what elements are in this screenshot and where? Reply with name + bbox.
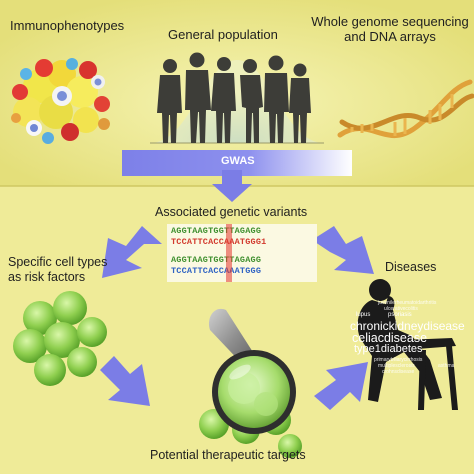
sequence-block: AGGTAAGTGGTTAGAGG TCCATTCACCAAATGGG1 AGG… [167, 224, 317, 282]
people-silhouettes-icon [157, 52, 311, 143]
therapeutic-targets-label: Potential therapeutic targets [150, 448, 306, 462]
thinker-icon [357, 279, 458, 410]
arrows [100, 170, 374, 410]
sequence-line-3: AGGTAAGTGGTTAGAGG [171, 255, 262, 265]
arrow-to-diseases [312, 226, 374, 274]
word-big-2: celiacdisease [352, 331, 428, 345]
word-small-7: lupus [356, 312, 371, 318]
general-population-label: General population [168, 27, 278, 42]
sequence-line-1: AGGTAAGTGGTTAGAGG [171, 226, 262, 236]
cell-types-label: Specific cell types as risk factors [8, 255, 107, 285]
sequence-line-4: TCCATTCACCAAATGGG [171, 266, 262, 276]
word-small-8: asthma [438, 363, 455, 369]
wgs-label-line1: Whole genome sequencing [311, 14, 469, 29]
immunophenotypes-label: Immunophenotypes [10, 18, 125, 33]
green-cells-icon [13, 291, 107, 386]
word-big-3: type1diabetes [354, 343, 423, 355]
word-small-4: psoriasis [388, 312, 412, 318]
sequence-line-2: TCCATTCACCAAATGGG1 [171, 237, 267, 247]
immune-cells-icon [11, 58, 110, 144]
arrow-targets-to-diseases [314, 362, 368, 410]
arrow-gwas-down [212, 170, 252, 202]
diseases-label: Diseases [385, 260, 437, 274]
cell-types-line2: as risk factors [8, 270, 86, 284]
word-big-1: chronickidneydisease [350, 319, 465, 333]
magnifier-icon [199, 308, 302, 458]
word-small-2: ulcerativecolitis [384, 306, 418, 312]
variant-marker [226, 224, 232, 282]
arrow-cells-to-targets [100, 356, 150, 406]
word-small-1: juvenilerheumatoidarthritis [378, 300, 437, 306]
associated-variants-label: Associated genetic variants [155, 205, 308, 219]
dna-helix-icon [337, 79, 474, 139]
wgs-label-line2: and DNA arrays [344, 29, 436, 44]
word-small-6: crohnsdisease [382, 369, 415, 375]
word-small-5: multiplesclerosis [378, 363, 415, 369]
arrow-to-cells [102, 226, 162, 278]
disease-word-cloud: juvenilerheumatoidarthritis ulcerativeco… [348, 300, 472, 390]
wgs-label: Whole genome sequencing and DNA arrays [310, 14, 470, 44]
cell-types-line1: Specific cell types [8, 255, 108, 269]
gwas-label: GWAS [221, 155, 255, 167]
word-small-3: primarybiliarycirrhosis [374, 357, 423, 363]
